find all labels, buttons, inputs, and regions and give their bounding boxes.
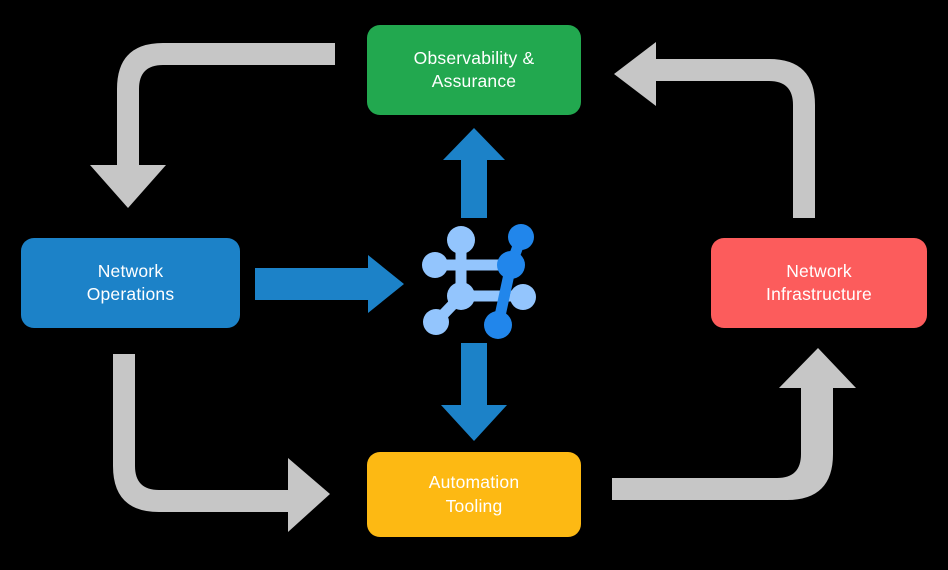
box-observability-and-assurance[interactable]: Observability & Assurance [367, 25, 581, 115]
network-icon-light-nodes [422, 226, 536, 335]
box-operations-label: Network Operations [86, 260, 175, 304]
box-network-infrastructure[interactable]: Network Infrastructure [711, 238, 927, 328]
box-infrastructure-label: Network Infrastructure [766, 260, 872, 304]
box-network-operations[interactable]: Network Operations [21, 238, 240, 328]
box-observability-label: Observability & Assurance [413, 47, 535, 91]
network-icon-dark-nodes [484, 224, 534, 339]
box-automation-tooling[interactable]: Automation Tooling [367, 452, 581, 537]
box-automation-label: Automation Tooling [428, 472, 520, 516]
